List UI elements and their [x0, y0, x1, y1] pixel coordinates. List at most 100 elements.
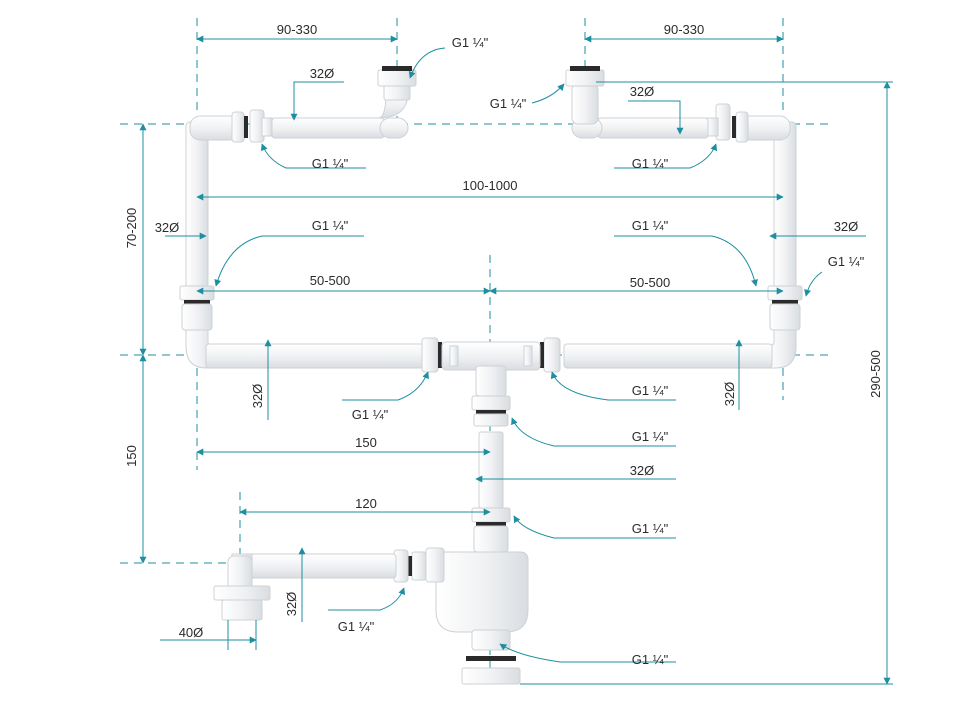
- top-left-waste-bend-lower: [379, 117, 409, 139]
- top-left-nut-neck: [261, 117, 273, 137]
- top-left-diameter-label: 32Ø: [310, 66, 335, 81]
- left-tee-nut: [421, 337, 439, 373]
- top-left-width-label: 90-330: [277, 22, 317, 37]
- top-right-waste-washer: [570, 66, 600, 71]
- right-seal-ring: [772, 300, 798, 304]
- mid-left-thread-label: G1 ¼": [312, 218, 349, 233]
- top-left-seal-ring: [244, 116, 248, 138]
- top-right-waste-body: [571, 83, 599, 125]
- mid-right-thread-label: G1 ¼": [632, 218, 669, 233]
- dimension-lines: [139, 35, 893, 685]
- top-right-diameter-label: 32Ø: [630, 84, 655, 99]
- pipe-system: [179, 66, 803, 685]
- trap-top-leader: [513, 515, 676, 539]
- trap-side-leader: [328, 587, 406, 611]
- tee-down-nut: [471, 395, 511, 411]
- top-left-diameter-leader: [290, 81, 344, 121]
- tee-down-leg: [475, 365, 507, 397]
- top-left-nut-leader: [260, 143, 366, 169]
- thread-labels: G1 ¼" G1 ¼" G1 ¼" G1 ¼" G1 ¼" G1 ¼" G1 ¼…: [312, 35, 865, 667]
- trap-side-thread-label: G1 ¼": [338, 619, 375, 634]
- bottom-left-diameter-label: 32Ø: [250, 384, 265, 409]
- left-height-label: 70-200: [124, 208, 139, 248]
- right-tee-ring: [540, 342, 544, 368]
- trap-top-nut: [471, 507, 511, 523]
- right-lower-collar: [769, 303, 801, 331]
- tee-right-leader: [550, 371, 676, 401]
- top-right-width-label: 90-330: [664, 22, 704, 37]
- mid-left-leader: [214, 235, 364, 287]
- top-right-nut-thread-label: G1 ¼": [632, 156, 669, 171]
- tee-down-collar: [473, 413, 509, 427]
- top-left-waste-leader: [408, 47, 446, 79]
- tee-left-leader: [342, 371, 429, 401]
- tee-right-thread: [523, 345, 533, 367]
- top-left-nut-thread-label: G1 ¼": [312, 156, 349, 171]
- left-seal-ring: [184, 300, 210, 304]
- tee-down-ring: [476, 410, 506, 414]
- top-right-nut-leader: [614, 143, 718, 169]
- trap-bottom-waste: [461, 667, 521, 685]
- outlet-pipe-diameter-label: 32Ø: [284, 592, 299, 617]
- center-diameter-label: 32Ø: [630, 463, 655, 478]
- outlet-offset-label: 120: [355, 496, 377, 511]
- tee-left-thread-label: G1 ¼": [352, 407, 389, 422]
- bottom-leader: [499, 643, 676, 663]
- overall-width-label: 100-1000: [463, 178, 518, 193]
- bottle-trap-body: [435, 551, 529, 633]
- top-right-waste-flange: [565, 69, 605, 87]
- left-lower-collar: [181, 303, 213, 331]
- left-bottom-pipe: [205, 343, 425, 369]
- tee-right-thread-label: G1 ¼": [632, 383, 669, 398]
- left-tee-ring: [438, 342, 442, 368]
- right-side-diameter-label: 32Ø: [834, 219, 859, 234]
- outlet-adapter: [221, 599, 263, 621]
- center-vertical-pipe: [478, 431, 504, 509]
- right-tee-nut: [543, 337, 561, 373]
- tee-down-thread-label: G1 ¼": [632, 429, 669, 444]
- right-upper-nut: [767, 285, 803, 301]
- right-bottom-pipe: [563, 343, 773, 369]
- far-right-leader: [804, 271, 823, 297]
- tee-down-leader: [511, 417, 676, 447]
- trap-inlet-collar: [473, 525, 509, 553]
- center-offset-label: 150: [355, 435, 377, 450]
- mid-right-leader: [614, 235, 758, 287]
- left-branch-label: 50-500: [310, 273, 350, 288]
- trap-side-ring: [408, 556, 412, 576]
- trap-top-ring: [476, 522, 506, 526]
- top-left-elbow-collar: [231, 111, 245, 143]
- trap-side-nut: [425, 547, 445, 583]
- top-left-waste-thread-label: G1 ¼": [452, 35, 489, 50]
- top-right-elbow-collar: [735, 111, 749, 143]
- trap-top-thread-label: G1 ¼": [632, 521, 669, 536]
- lower-height-label: 150: [124, 445, 139, 467]
- outlet-flange: [213, 585, 271, 601]
- left-vertical-pipe: [185, 121, 209, 291]
- left-side-diameter-label: 32Ø: [155, 220, 180, 235]
- top-right-waste-leader: [531, 83, 565, 104]
- bottom-thread-label: G1 ¼": [632, 652, 669, 667]
- right-lower-elbow: [767, 329, 797, 369]
- bottom-right-diameter-label: 32Ø: [722, 382, 737, 407]
- total-height-label: 290-500: [868, 350, 883, 398]
- top-left-horizontal-pipe: [271, 117, 385, 139]
- trap-bottom-washer: [466, 656, 516, 661]
- top-right-diameter-leader: [628, 100, 684, 135]
- top-left-waste-washer: [382, 66, 412, 71]
- top-right-horizontal-pipe: [597, 117, 709, 139]
- outlet-horizontal-pipe: [243, 553, 397, 579]
- trap-side-collar: [411, 551, 427, 581]
- outlet-diameter-label: 40Ø: [179, 625, 204, 640]
- right-vertical-pipe: [773, 121, 797, 291]
- top-right-waste-thread-label: G1 ¼": [490, 96, 527, 111]
- diameter-labels: 32Ø 32Ø 32Ø 32Ø 32Ø 32Ø 32Ø 32Ø 40Ø: [155, 66, 859, 640]
- dimension-labels: 90-330 90-330 100-1000 50-500 50-500 150…: [124, 22, 883, 511]
- far-right-thread-label: G1 ¼": [828, 254, 865, 269]
- tee-left-thread: [449, 345, 459, 367]
- top-right-seal-ring: [732, 116, 736, 138]
- right-branch-label: 50-500: [630, 275, 670, 290]
- left-upper-nut: [179, 285, 215, 301]
